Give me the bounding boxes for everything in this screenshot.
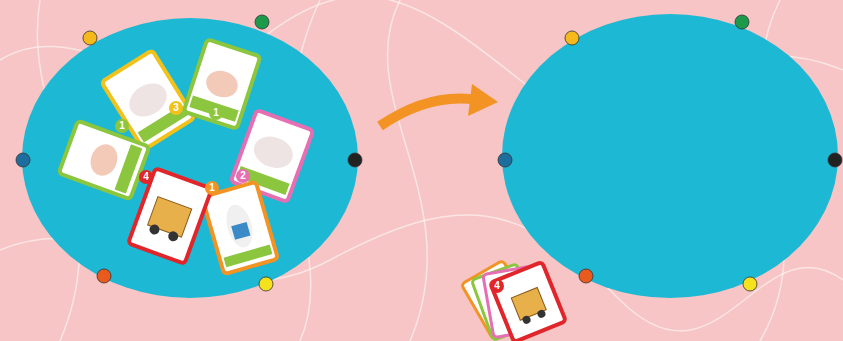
card-number: 2 xyxy=(236,169,250,183)
arrow-head xyxy=(468,84,498,116)
card-number: 1 xyxy=(115,119,129,133)
card-number: 1 xyxy=(209,106,223,120)
card-number: 3 xyxy=(169,101,183,115)
arrow xyxy=(380,98,478,126)
card-number: 4 xyxy=(490,279,504,293)
card-number: 1 xyxy=(205,181,219,195)
table-oval xyxy=(502,14,838,298)
card-number: 4 xyxy=(139,170,153,184)
table-oval xyxy=(22,18,358,298)
player-dots xyxy=(16,15,842,291)
cards xyxy=(59,39,566,341)
